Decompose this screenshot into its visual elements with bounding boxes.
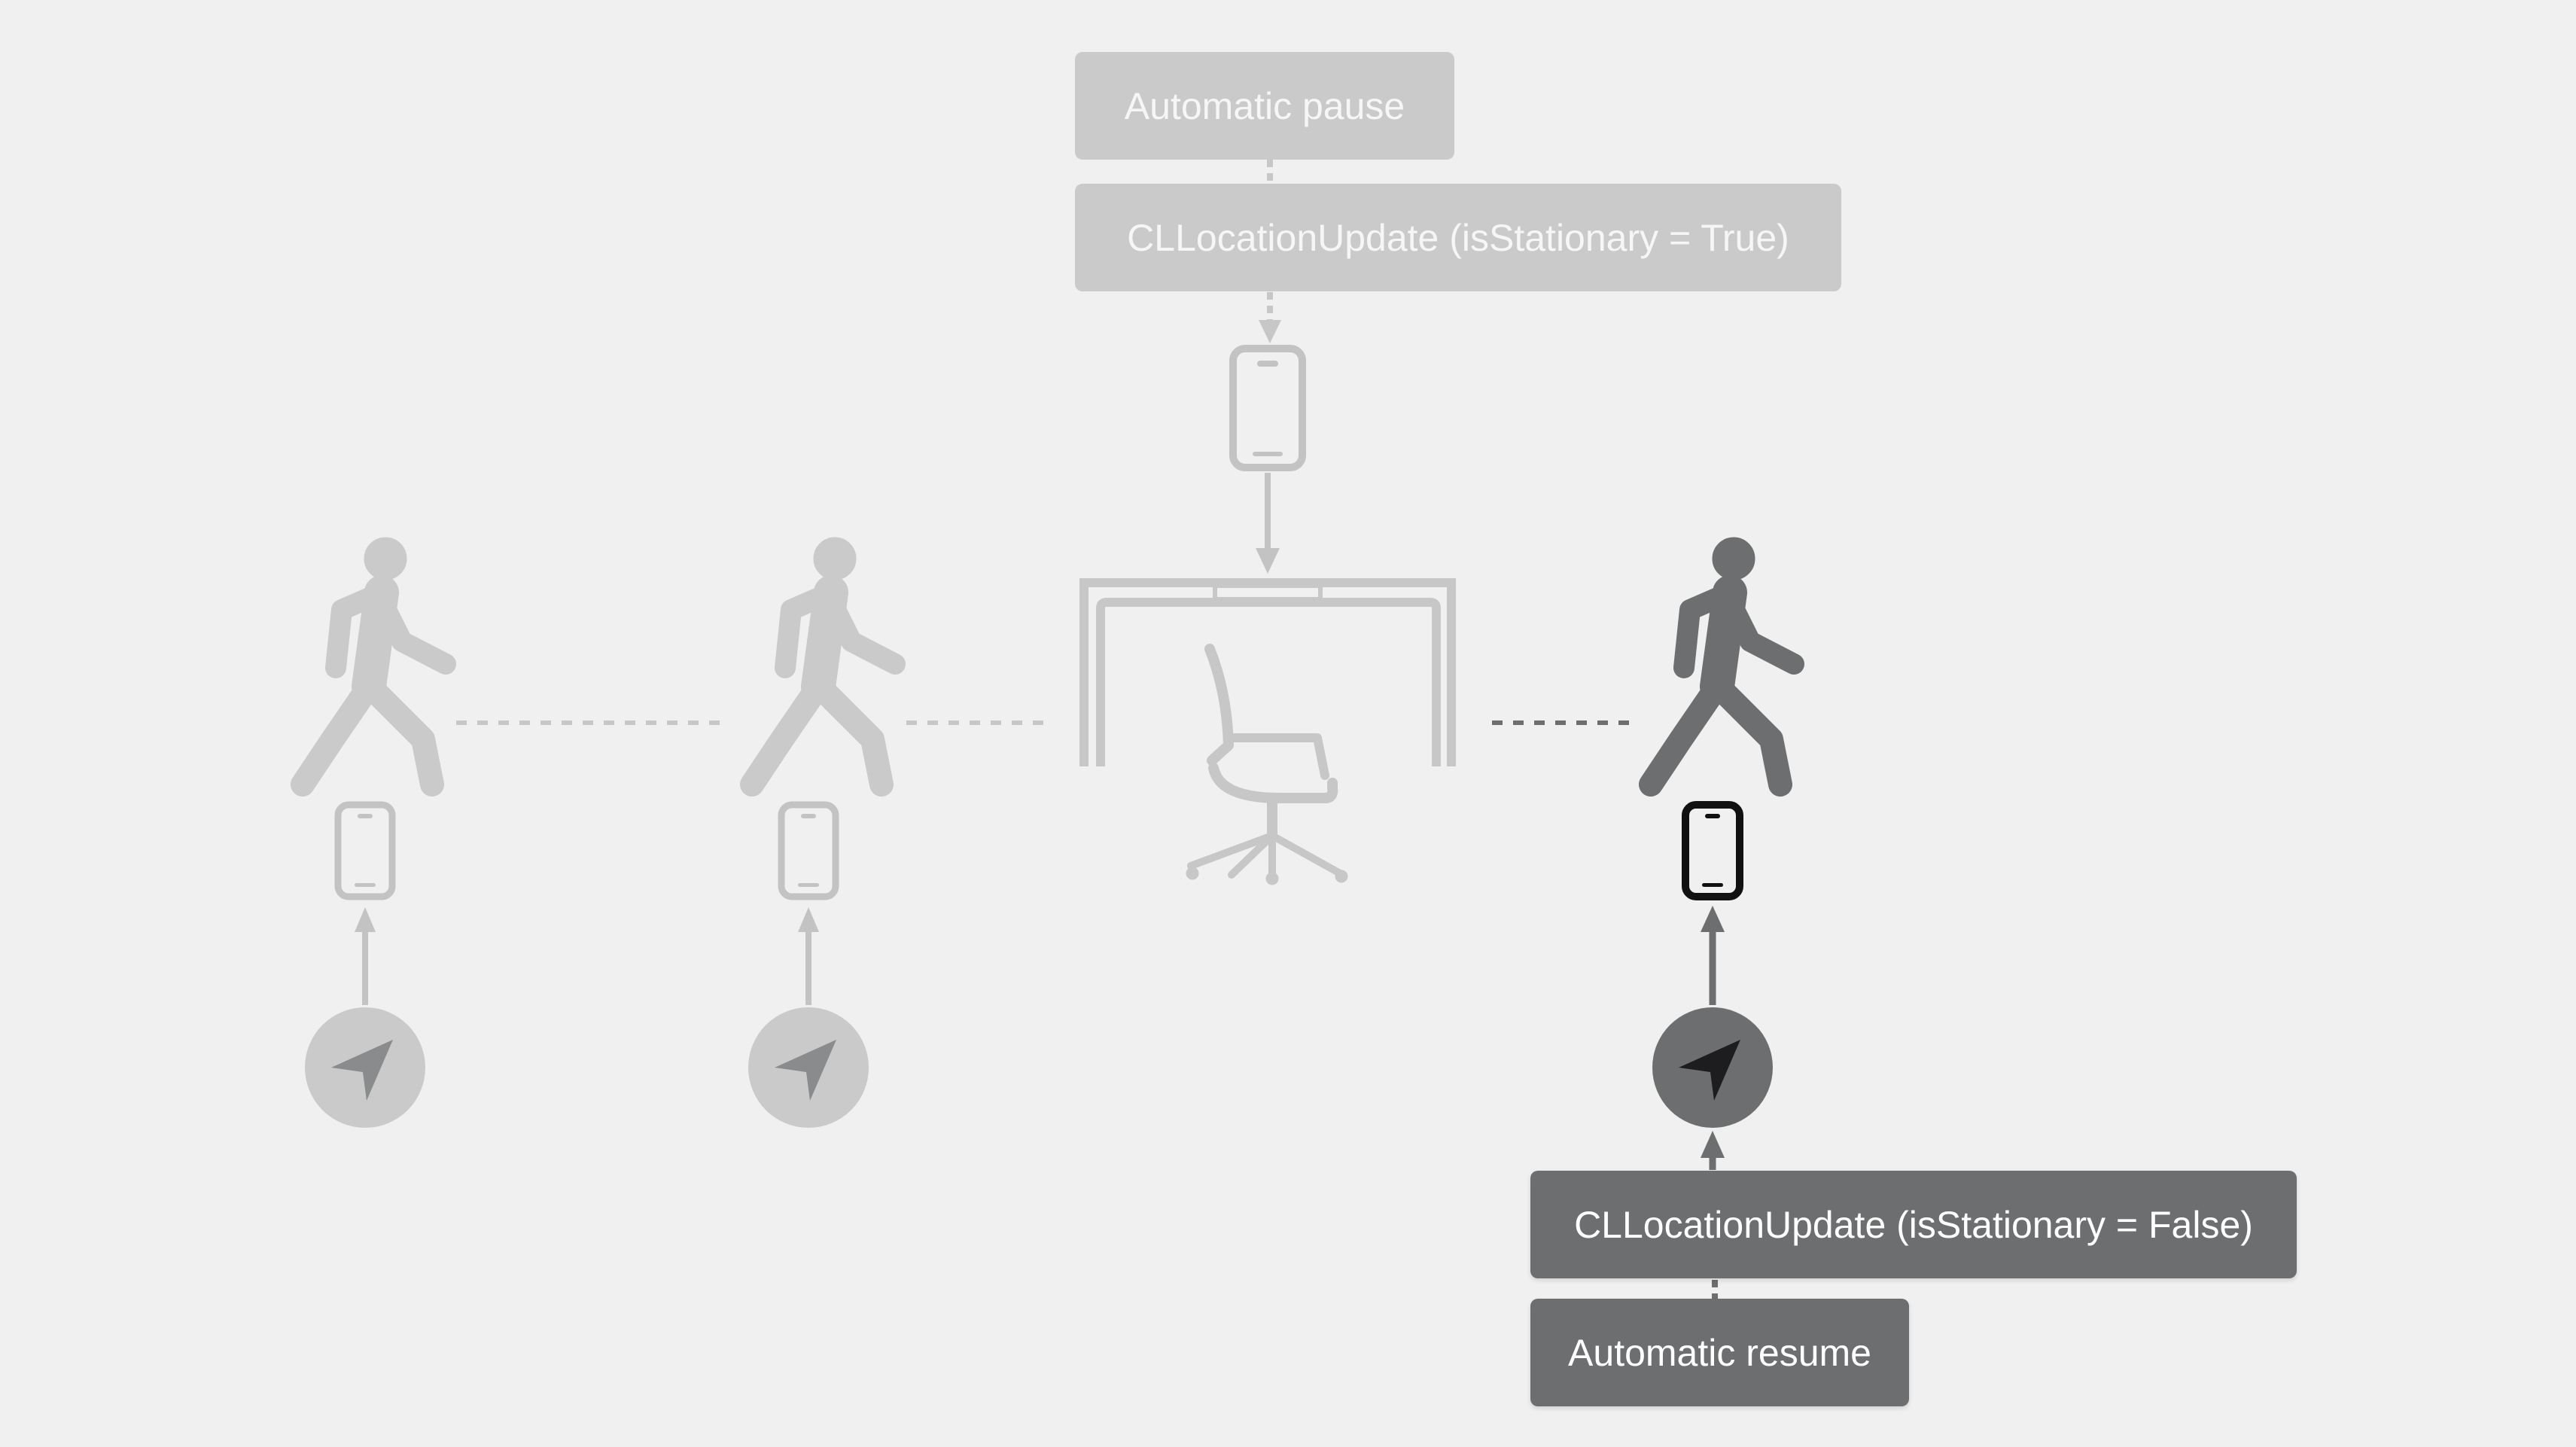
walking-person-icon xyxy=(752,538,895,784)
automatic-pause-label: Automatic pause xyxy=(1075,52,1454,160)
arrow-up-connector xyxy=(1701,1131,1725,1170)
arrow-up-connector xyxy=(355,907,376,1005)
walking-person-icon xyxy=(303,538,446,784)
location-arrow-icon xyxy=(305,1007,425,1128)
stationary-true-update-label: CLLocationUpdate (isStationary = True) xyxy=(1075,184,1841,291)
iphone-icon xyxy=(334,801,396,900)
iphone-icon xyxy=(778,801,839,900)
desk-icon xyxy=(1079,578,1456,766)
arrow-down-connector xyxy=(1259,292,1281,343)
walking-person-icon xyxy=(1651,538,1794,784)
stationary-false-update-label: CLLocationUpdate (isStationary = False) xyxy=(1530,1171,2297,1278)
arrow-down-connector xyxy=(1256,473,1280,574)
location-arrow-icon xyxy=(748,1007,869,1128)
iphone-icon xyxy=(1682,801,1743,900)
office-chair-icon xyxy=(1186,644,1348,885)
iphone-icon xyxy=(1229,345,1306,471)
arrow-up-connector xyxy=(798,907,819,1005)
automatic-resume-label: Automatic resume xyxy=(1530,1299,1909,1406)
arrow-up-connector xyxy=(1701,906,1725,1005)
location-arrow-icon xyxy=(1652,1007,1773,1128)
